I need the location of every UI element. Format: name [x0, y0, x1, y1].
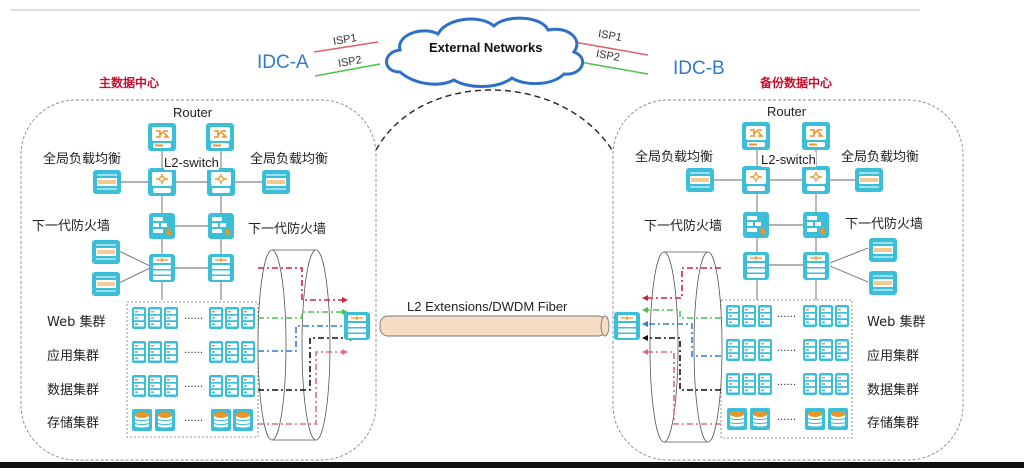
data-cluster-servers: ······: [726, 373, 849, 395]
site-a-flows: [258, 267, 350, 425]
load-balancer-icon: [92, 169, 122, 195]
svg-text:······: ······: [777, 380, 796, 391]
site-a-devices: ······ ······ ······ ······: [91, 122, 371, 441]
site-b-title: 备份数据中心: [760, 76, 833, 90]
global-lb-label: 全局负载均衡: [43, 152, 122, 167]
global-lb-label: 全局负载均衡: [841, 150, 920, 165]
site-b-devices: ······ ······ ······ ······: [613, 121, 898, 443]
external-networks-cloud: [385, 16, 585, 88]
app-cluster-servers: ······: [132, 341, 255, 363]
core-switch-icon: [742, 251, 770, 281]
l2-switch-icon: [801, 165, 831, 195]
l2-switch-icon: [741, 165, 771, 195]
svg-text:······: ······: [184, 382, 203, 393]
cluster-label-web: Web 集群: [47, 315, 106, 330]
load-balancer-icon: [91, 239, 121, 265]
router-label: Router: [767, 104, 807, 119]
load-balancer-icon: [868, 237, 898, 263]
svg-text:······: ······: [184, 416, 203, 427]
data-cluster-servers: ······: [132, 375, 255, 397]
router-label: Router: [173, 105, 213, 120]
isp1-link-a: [313, 41, 379, 53]
router-icon: [801, 121, 831, 151]
idc-b-label: IDC-B: [673, 58, 725, 79]
ngfw-label: 下一代防火墙: [32, 219, 111, 234]
external-networks-label: External Networks: [429, 40, 543, 55]
l2-switch-icon: [206, 167, 236, 197]
storage-cluster-devices: ······: [131, 408, 254, 432]
global-lb-label: 全局负载均衡: [250, 152, 329, 167]
isp2-link-a: [314, 63, 381, 77]
site-b-pipe-cylinder: [649, 251, 723, 443]
ngfw-label: 下一代防火墙: [845, 217, 924, 232]
load-balancer-icon: [868, 270, 898, 296]
firewall-icon: [149, 213, 175, 239]
router-icon: [147, 122, 177, 152]
storage-cluster-devices: ······: [726, 407, 849, 431]
cluster-label-web: Web 集群: [867, 315, 926, 330]
svg-text:······: ······: [777, 346, 796, 357]
load-balancer-icon: [261, 169, 291, 195]
fiber-label: L2 Extensions/DWDM Fiber: [407, 299, 568, 314]
site-a-pipe-cylinder: [257, 249, 331, 441]
router-icon: [205, 122, 235, 152]
cluster-label-storage: 存储集群: [47, 416, 100, 431]
load-balancer-icon: [854, 167, 884, 193]
isp1-link-b: [573, 41, 649, 56]
web-cluster-servers: ······: [132, 307, 255, 329]
svg-text:······: ······: [184, 314, 203, 325]
bottom-border: [0, 462, 1024, 468]
core-switch-icon: [207, 253, 235, 283]
global-lb-label: 全局负载均衡: [635, 150, 714, 165]
site-b-boundary: [612, 99, 964, 461]
cluster-label-data: 数据集群: [47, 383, 100, 398]
site-a-boundary: [20, 99, 377, 461]
web-cluster-servers: ······: [726, 305, 849, 327]
dci-switch-icon: [343, 311, 371, 341]
cluster-label-app: 应用集群: [47, 349, 100, 364]
firewall-icon: [208, 213, 234, 239]
l2-switch-icon: [147, 167, 177, 197]
svg-text:······: ······: [777, 312, 796, 323]
site-b-flows: [648, 267, 721, 425]
router-icon: [741, 121, 771, 151]
ngfw-label: 下一代防火墙: [644, 219, 723, 234]
ngfw-label: 下一代防火墙: [248, 222, 327, 237]
site-b-flow-arrows: [642, 295, 648, 355]
idc-a-label: IDC-A: [257, 52, 309, 73]
cluster-label-data: 数据集群: [867, 383, 920, 398]
app-cluster-servers: ······: [726, 339, 849, 361]
cluster-label-storage: 存储集群: [867, 416, 920, 431]
dci-switch-icon: [613, 311, 641, 341]
dwdm-fiber-link: [379, 315, 610, 337]
core-switch-icon: [148, 253, 176, 283]
l2-switch-label: L2-switch: [164, 155, 219, 170]
load-balancer-icon: [685, 167, 715, 193]
cluster-box: [126, 301, 259, 438]
inter-site-arc: [375, 89, 613, 151]
load-balancer-icon: [91, 271, 121, 297]
firewall-icon: [803, 212, 829, 238]
svg-text:······: ······: [184, 348, 203, 359]
svg-text:······: ······: [777, 415, 796, 426]
core-switch-icon: [802, 251, 830, 281]
l2-switch-label: L2-switch: [761, 152, 816, 167]
cluster-label-app: 应用集群: [867, 349, 920, 364]
isp2-link-b: [573, 60, 649, 75]
firewall-icon: [743, 212, 769, 238]
site-a-title: 主数据中心: [99, 76, 160, 90]
